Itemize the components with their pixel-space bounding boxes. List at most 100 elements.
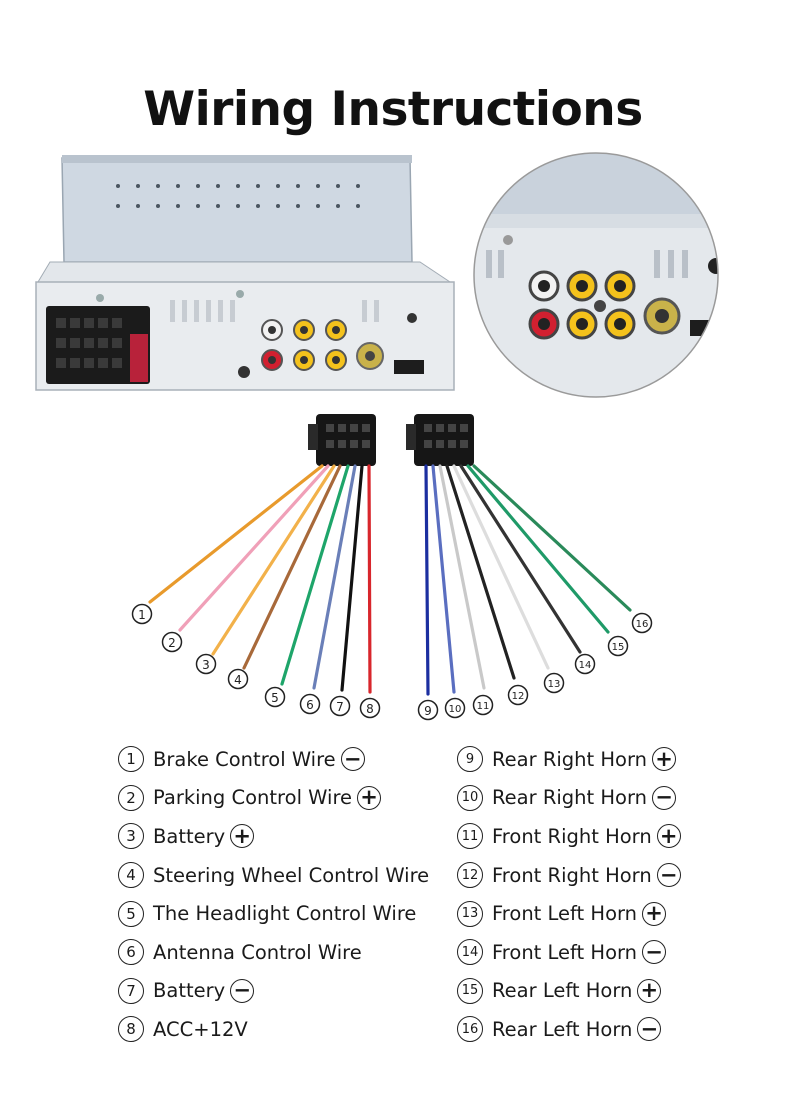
legend-item-6: 6 Antenna Control Wire bbox=[118, 933, 429, 972]
wire-number-2: 2 bbox=[161, 631, 183, 653]
negative-polarity-icon: − bbox=[642, 940, 667, 965]
legend-item-9: 9 Rear Right Horn+ bbox=[457, 740, 681, 779]
legend-label: Rear Left Horn bbox=[492, 979, 633, 1003]
wire-4 bbox=[242, 464, 342, 670]
svg-text:14: 14 bbox=[579, 660, 592, 671]
wire-number-callouts: 1 2 3 4 5 6 7 8 9 10 11 12 13 14 15 16 bbox=[131, 603, 653, 721]
wire-14 bbox=[459, 464, 582, 654]
svg-text:13: 13 bbox=[548, 679, 561, 690]
wire-number-13: 13 bbox=[543, 672, 565, 694]
legend-number-badge: 2 bbox=[118, 784, 144, 811]
svg-text:10: 10 bbox=[449, 704, 462, 715]
wire-15 bbox=[466, 464, 610, 634]
legend-number-badge: 15 bbox=[457, 977, 483, 1004]
legend-label: Parking Control Wire bbox=[153, 786, 353, 810]
legend-item-12: 12 Front Right Horn− bbox=[457, 856, 681, 895]
svg-text:9: 9 bbox=[424, 704, 432, 718]
negative-polarity-icon: − bbox=[230, 978, 255, 1003]
legend-label: Rear Left Horn bbox=[492, 1017, 633, 1041]
wire-number-10: 10 bbox=[444, 697, 466, 719]
legend-number-badge: 1 bbox=[118, 746, 144, 773]
legend-label: Brake Control Wire bbox=[153, 747, 336, 771]
wire-13 bbox=[452, 464, 550, 670]
wire-number-11: 11 bbox=[472, 694, 494, 716]
negative-polarity-icon: − bbox=[656, 863, 681, 888]
svg-text:8: 8 bbox=[366, 702, 374, 716]
wire-number-7: 7 bbox=[329, 695, 351, 717]
svg-text:6: 6 bbox=[306, 698, 314, 712]
legend-number-badge: 14 bbox=[457, 939, 483, 966]
vent-holes bbox=[116, 184, 360, 208]
wire-7 bbox=[340, 464, 364, 692]
legend-number-badge: 13 bbox=[457, 900, 483, 927]
legend-number-badge: 5 bbox=[118, 900, 144, 927]
right-harness-plug bbox=[406, 414, 474, 466]
legend-label: Front Left Horn bbox=[492, 902, 638, 926]
zoom-detail-photo bbox=[473, 152, 719, 398]
legend-label: Front Right Horn bbox=[492, 863, 652, 887]
positive-polarity-icon: + bbox=[652, 747, 677, 772]
svg-text:7: 7 bbox=[336, 700, 344, 714]
wire-16 bbox=[472, 464, 632, 612]
negative-polarity-icon: − bbox=[637, 1017, 662, 1042]
legend-number-badge: 7 bbox=[118, 977, 144, 1004]
legend-number-badge: 16 bbox=[457, 1016, 483, 1043]
svg-text:4: 4 bbox=[234, 673, 242, 687]
wire-number-1: 1 bbox=[131, 603, 153, 625]
wire-number-14: 14 bbox=[574, 653, 596, 675]
negative-polarity-icon: − bbox=[652, 785, 677, 810]
wire-number-9: 9 bbox=[417, 699, 439, 721]
left-harness-plug bbox=[308, 414, 376, 466]
legend-label: Rear Right Horn bbox=[492, 747, 648, 771]
legend-number-badge: 11 bbox=[457, 823, 483, 850]
legend-label: ACC+12V bbox=[153, 1017, 248, 1041]
wire-number-6: 6 bbox=[299, 693, 321, 715]
wires bbox=[148, 464, 632, 696]
legend-number-badge: 4 bbox=[118, 862, 144, 889]
legend-item-2: 2 Parking Control Wire+ bbox=[118, 779, 429, 818]
svg-text:15: 15 bbox=[612, 642, 625, 653]
legend-number-badge: 6 bbox=[118, 939, 144, 966]
wire-10 bbox=[431, 464, 456, 694]
legend-label: Rear Right Horn bbox=[492, 786, 648, 810]
positive-polarity-icon: + bbox=[230, 824, 255, 849]
wire-3 bbox=[211, 464, 336, 656]
positive-polarity-icon: + bbox=[642, 901, 667, 926]
legend-item-1: 1 Brake Control Wire− bbox=[118, 740, 429, 779]
wire-9 bbox=[424, 464, 430, 696]
svg-text:11: 11 bbox=[477, 701, 490, 712]
svg-text:2: 2 bbox=[168, 636, 176, 650]
wire-1 bbox=[148, 464, 324, 604]
positive-polarity-icon: + bbox=[357, 785, 382, 810]
legend-number-badge: 9 bbox=[457, 746, 483, 773]
wire-number-15: 15 bbox=[607, 635, 629, 657]
radio-unit-photo bbox=[35, 155, 455, 391]
wire-number-4: 4 bbox=[227, 668, 249, 690]
page-title: Wiring Instructions bbox=[143, 82, 643, 137]
negative-polarity-icon: − bbox=[340, 747, 365, 772]
wire-number-3: 3 bbox=[195, 653, 217, 675]
diagram-artwork: 1 2 3 4 5 6 7 8 9 10 11 12 13 14 15 16 bbox=[35, 152, 719, 721]
legend-item-13: 13 Front Left Horn+ bbox=[457, 894, 681, 933]
wire-number-5: 5 bbox=[264, 686, 286, 708]
positive-polarity-icon: + bbox=[656, 824, 681, 849]
legend-number-badge: 12 bbox=[457, 862, 483, 889]
svg-text:12: 12 bbox=[512, 691, 525, 702]
wire-number-16: 16 bbox=[631, 612, 653, 634]
legend-label: The Headlight Control Wire bbox=[153, 902, 417, 926]
wire-11 bbox=[438, 464, 486, 690]
wire-2 bbox=[178, 464, 330, 632]
legend-number-badge: 8 bbox=[118, 1016, 144, 1043]
legend-label: Antenna Control Wire bbox=[153, 940, 362, 964]
wire-number-8: 8 bbox=[359, 697, 381, 719]
wire-12 bbox=[445, 464, 516, 680]
svg-text:3: 3 bbox=[202, 658, 210, 672]
